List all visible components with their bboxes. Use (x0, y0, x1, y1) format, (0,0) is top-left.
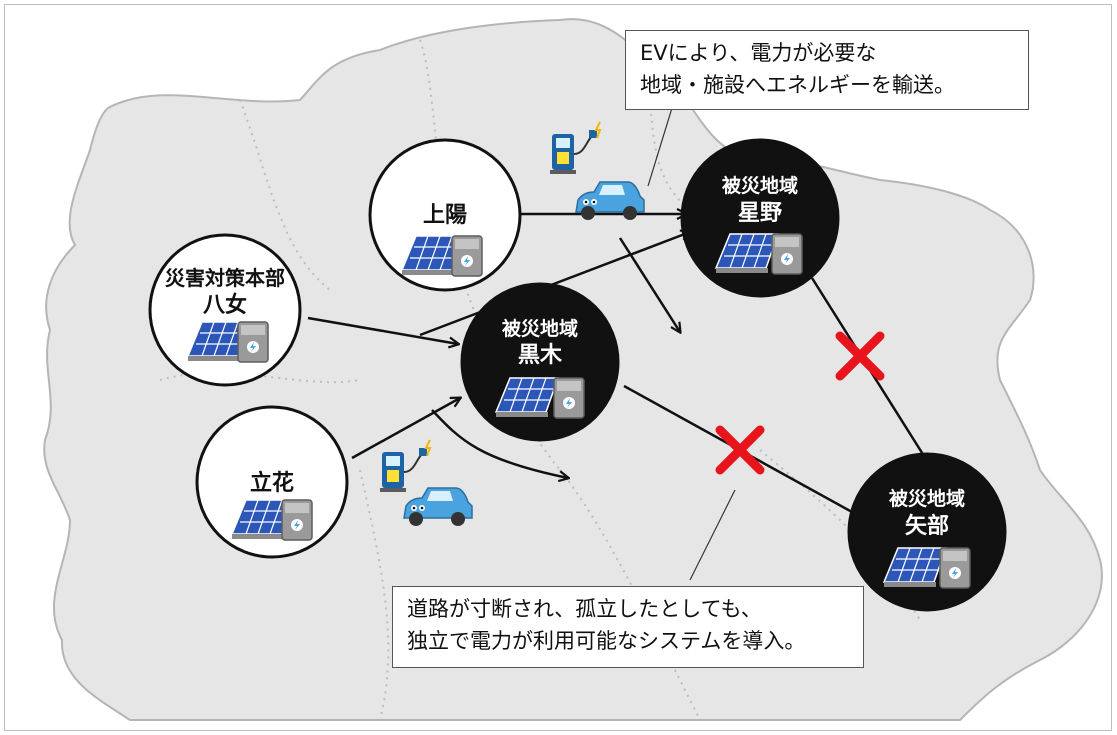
callout-pointer-ev (647, 107, 673, 187)
battery-storage-icon (451, 235, 483, 277)
node-name: 黒木 (518, 343, 563, 368)
callout-line: 地域・施設へエネルギーを輸送。 (640, 73, 955, 97)
battery-storage-icon (237, 321, 269, 363)
callout-ev-transport: EVにより、電力が必要な 地域・施設へエネルギーを輸送。 (625, 30, 1029, 110)
battery-storage-icon (939, 547, 971, 589)
callout-pointer-independent (689, 489, 736, 581)
node-role: 災害対策本部 (165, 266, 285, 290)
callout-line: 独立で電力が利用可能なシステムを導入。 (407, 629, 806, 653)
node-name: 立花 (250, 470, 294, 496)
node-kamiyo: 上陽 (368, 138, 522, 292)
battery-storage-icon (281, 499, 313, 541)
battery-storage-icon (771, 233, 803, 275)
node-name: 八女 (203, 292, 247, 318)
callout-independent-power: 道路が寸断され、孤立したとしても、 独立で電力が利用可能なシステムを導入。 (392, 586, 864, 668)
node-role: 被災地域 (889, 487, 965, 510)
battery-storage-icon (553, 377, 585, 419)
node-yame: 災害対策本部 八女 (148, 233, 302, 387)
node-name: 星野 (738, 201, 782, 226)
node-name: 矢部 (905, 513, 949, 539)
node-kuroki: 被災地域 黒木 (460, 282, 620, 442)
diagram-frame (4, 4, 1112, 731)
node-role: 被災地域 (502, 317, 578, 340)
node-role: 被災地域 (722, 174, 798, 197)
node-name: 上陽 (423, 203, 467, 228)
node-tachibana: 立花 (195, 405, 349, 559)
callout-line: 道路が寸断され、孤立したとしても、 (407, 597, 762, 621)
node-yabe: 被災地域 矢部 (847, 452, 1007, 612)
node-hoshino: 被災地域 星野 (680, 138, 840, 298)
callout-line: EVにより、電力が必要な (640, 41, 877, 65)
